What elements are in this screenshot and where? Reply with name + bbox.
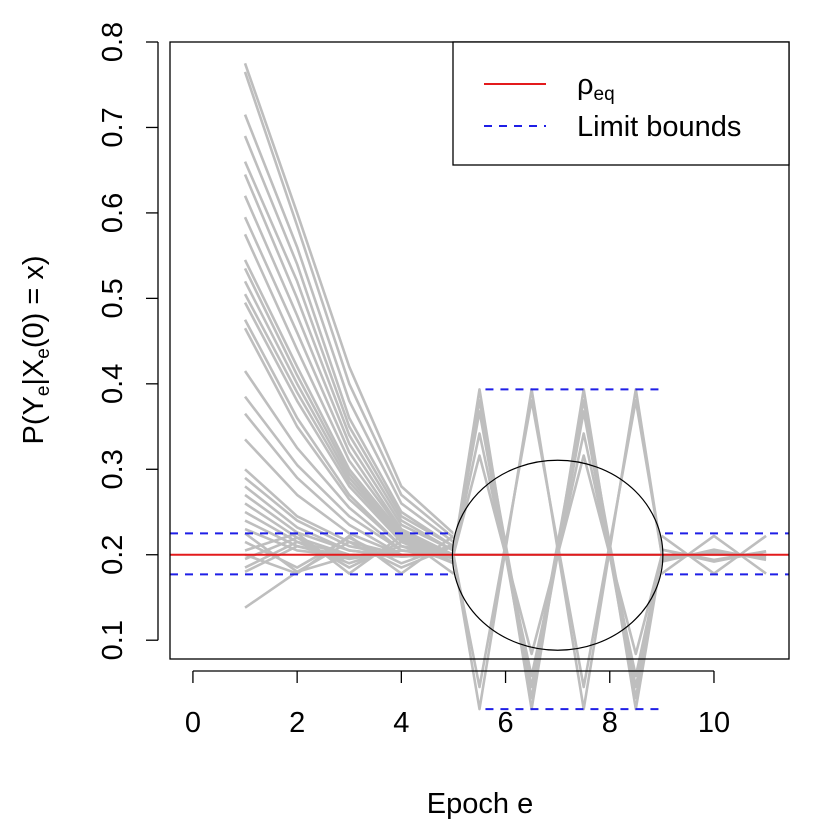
zoom-circle [451,459,664,651]
x-tick-label: 0 [185,707,201,739]
x-tick-label: 10 [698,707,730,739]
y-axis-label: P(Ye|Xe(0) = x) [18,255,54,444]
x-tick-label: 4 [393,707,409,739]
x-axis: 0 2 4 6 8 10 [185,670,730,739]
y-tick-label: 0.3 [97,449,129,489]
y-tick-label: 0.7 [97,107,129,147]
y-tick-label: 0.5 [97,278,129,318]
legend-box [452,41,790,166]
x-axis-label: Epoch e [427,788,533,820]
x-tick-label: 6 [497,707,513,739]
legend-label-limit-bounds: Limit bounds [577,111,741,143]
y-tick-label: 0.4 [97,364,129,404]
x-tick-label: 2 [289,707,305,739]
y-tick-label: 0.2 [97,535,129,575]
y-axis: 0.1 0.2 0.3 0.4 0.5 0.6 0.7 0.8 [97,22,159,660]
x-tick-label: 8 [602,707,618,739]
y-tick-label: 0.1 [97,620,129,660]
y-tick-label: 0.6 [97,193,129,233]
y-tick-label: 0.8 [97,22,129,62]
zoom-trajectory-line [453,399,662,689]
legend-label-rho-eq: ρeq [577,69,615,105]
legend: ρeq Limit bounds [452,41,790,166]
